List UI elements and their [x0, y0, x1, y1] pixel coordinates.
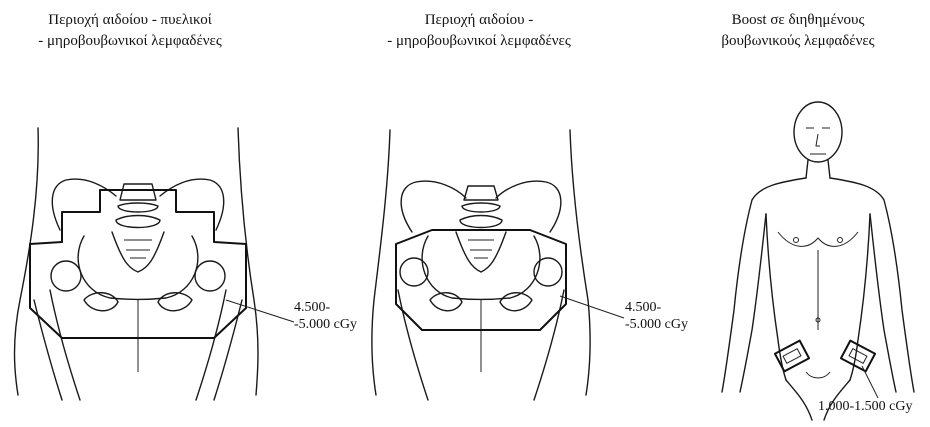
panel1-pelvis-drawing: [15, 128, 295, 400]
panel3-figure-drawing: [722, 102, 914, 420]
panel2-pelvis-drawing: [372, 130, 624, 400]
